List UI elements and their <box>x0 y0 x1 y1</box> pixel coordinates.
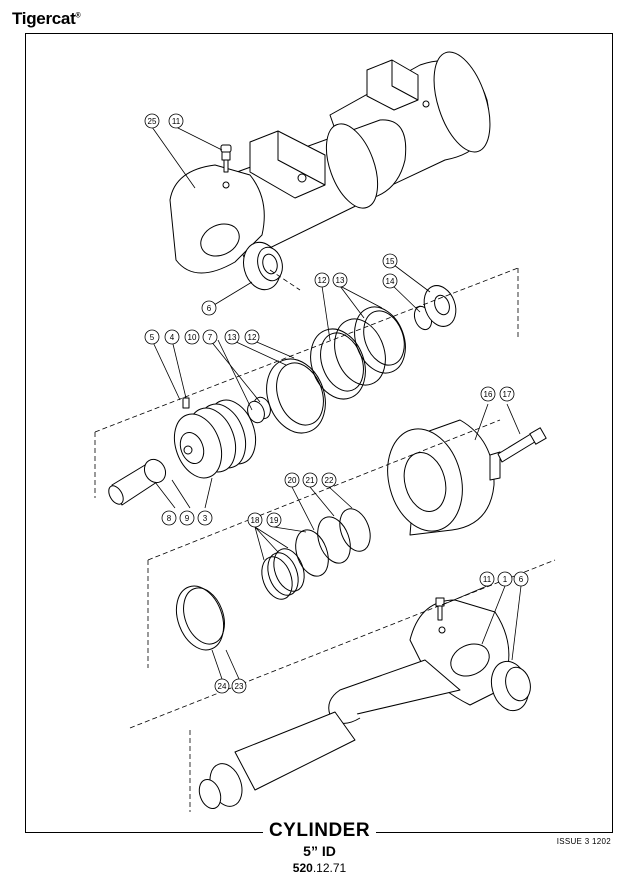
piston <box>173 399 257 479</box>
svg-text:20: 20 <box>288 476 297 485</box>
callout: 16 <box>480 386 496 402</box>
diagram-title-wrap: CYLINDER <box>0 820 639 842</box>
callout: 6 <box>513 571 529 587</box>
svg-text:4: 4 <box>170 333 175 342</box>
svg-text:19: 19 <box>270 516 279 525</box>
seal-rings <box>266 306 406 434</box>
callout: 12 <box>244 329 260 345</box>
callout: 12 <box>314 272 330 288</box>
part-number-bold: 520 <box>292 861 313 875</box>
svg-text:12: 12 <box>248 333 257 342</box>
registered-mark: ® <box>75 12 81 20</box>
issue-label: ISSUE 3 1202 <box>556 837 611 846</box>
svg-text:25: 25 <box>148 117 157 126</box>
cylinder-gland <box>387 419 501 536</box>
callout: 21 <box>302 472 318 488</box>
svg-text:17: 17 <box>503 390 512 399</box>
part-number: 520.12.71 <box>0 861 639 875</box>
callout: 22 <box>321 472 337 488</box>
grease-fitting-bottom-icon <box>435 597 445 621</box>
callout: 14 <box>382 273 398 289</box>
cylinder-barrel <box>169 51 491 274</box>
piston-seals <box>261 508 371 600</box>
callout: 19 <box>266 512 282 528</box>
svg-text:5: 5 <box>150 333 155 342</box>
svg-text:9: 9 <box>185 514 190 523</box>
callout: 3 <box>197 510 213 526</box>
svg-text:14: 14 <box>386 277 395 286</box>
set-screw-icon <box>182 397 190 409</box>
svg-text:18: 18 <box>251 516 260 525</box>
svg-text:1: 1 <box>503 575 508 584</box>
svg-text:24: 24 <box>218 682 227 691</box>
bushing-icon <box>243 241 283 291</box>
callout: 5 <box>144 329 160 345</box>
brand-name: Tigercat <box>12 9 76 28</box>
wear-ring <box>175 585 225 651</box>
svg-text:3: 3 <box>203 514 208 523</box>
svg-text:6: 6 <box>207 304 212 313</box>
bushing-bottom-icon <box>490 660 531 712</box>
brand-logo: Tigercat® <box>12 9 81 29</box>
diagram-title: CYLINDER <box>262 820 377 841</box>
callout: 4 <box>164 329 180 345</box>
svg-text:15: 15 <box>386 257 395 266</box>
svg-text:21: 21 <box>306 476 315 485</box>
svg-text:8: 8 <box>167 514 172 523</box>
callout: 1 <box>497 571 513 587</box>
svg-text:11: 11 <box>483 575 492 584</box>
svg-text:12: 12 <box>318 276 327 285</box>
callout: 11 <box>479 571 495 587</box>
svg-text:16: 16 <box>484 390 493 399</box>
center-lines <box>94 267 556 812</box>
svg-text:13: 13 <box>228 333 237 342</box>
piston-pin <box>108 458 167 506</box>
callout: 23 <box>231 678 247 694</box>
leader-lines <box>151 126 522 680</box>
callout: 6 <box>201 300 217 316</box>
callout: 8 <box>161 510 177 526</box>
part-number-rest: .12.71 <box>312 861 347 875</box>
diagram-subtitle: 5” ID <box>303 843 336 859</box>
svg-text:10: 10 <box>188 333 197 342</box>
callout: 15 <box>382 253 398 269</box>
callout: 25 <box>144 113 160 129</box>
callout: 17 <box>499 386 515 402</box>
bolt-icon <box>497 427 547 463</box>
svg-text:7: 7 <box>208 333 213 342</box>
callout: 13 <box>224 329 240 345</box>
callout: 24 <box>214 678 230 694</box>
piston-rod <box>198 599 510 810</box>
svg-text:23: 23 <box>235 682 244 691</box>
callout: 10 <box>184 329 200 345</box>
svg-text:11: 11 <box>172 117 181 126</box>
svg-text:6: 6 <box>519 575 524 584</box>
callout: 13 <box>332 272 348 288</box>
piston-insert <box>247 396 271 424</box>
svg-text:22: 22 <box>325 476 334 485</box>
callout: 20 <box>284 472 300 488</box>
callout: 7 <box>202 329 218 345</box>
svg-text:13: 13 <box>336 276 345 285</box>
grease-fitting-icon <box>220 144 232 173</box>
callout-balloons: 25 11 6 15 14 12 13 5 4 10 7 13 12 16 17… <box>144 113 529 694</box>
callout: 18 <box>247 512 263 528</box>
callout: 11 <box>168 113 184 129</box>
callout: 9 <box>179 510 195 526</box>
